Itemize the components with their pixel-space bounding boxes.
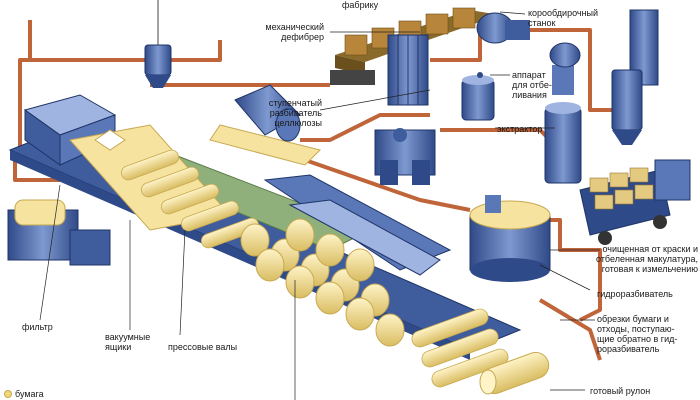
- label-line: разбиватель: [269, 108, 322, 118]
- label-line: корообдирочный: [528, 8, 599, 18]
- label-finished-roll: готовый рулон: [590, 386, 651, 396]
- label-line: ящики: [105, 342, 132, 352]
- refiner-unit: [374, 128, 436, 185]
- label-line: обрезки бумаги и: [597, 314, 669, 324]
- bleaching-tank: [461, 72, 495, 121]
- label-line: ступенчатый: [268, 98, 322, 108]
- label-line: отбеленная макулатура,: [596, 254, 698, 264]
- label-hydropulper: гидроразбиватель: [597, 289, 673, 299]
- pipe-down-right: [304, 158, 471, 212]
- label-line: роразбиватель: [597, 344, 660, 354]
- calender-rolls: [411, 308, 509, 388]
- dryer-cover: [263, 174, 452, 276]
- label-line: вакуумные: [105, 332, 151, 342]
- pipe-top-loop: [18, 20, 222, 150]
- label-extractor: экстрактор: [497, 124, 543, 134]
- pump-right: [549, 42, 581, 68]
- tall-tower-right: [611, 9, 659, 145]
- press-rolls: [120, 149, 260, 249]
- leader-lines: [39, 11, 600, 400]
- bark-stripper-machine: [476, 12, 530, 44]
- legend-paper-label: бумага: [15, 389, 44, 399]
- hydropulper: [469, 195, 551, 282]
- label-line: механический: [265, 22, 324, 32]
- label-line: очищенная от краски и: [602, 244, 698, 254]
- finished-roll: [479, 351, 550, 395]
- extractor-tank: [544, 65, 582, 184]
- label-line: для отбе-: [512, 80, 552, 90]
- pulp-breaker-machine: [209, 84, 321, 166]
- storage-silo-top: [144, 0, 172, 88]
- pipe-mid: [300, 113, 430, 142]
- pipe-return: [538, 298, 602, 361]
- waste-paper-truck: [579, 159, 691, 245]
- defibrer-tower: [387, 34, 429, 106]
- label-line: дефибрер: [281, 32, 324, 42]
- legend-paper-swatch: [4, 390, 12, 398]
- label-fabriku: фабрику: [342, 0, 379, 10]
- label-line: целлюлозы: [274, 118, 322, 128]
- label-line: ливания: [512, 90, 547, 100]
- label-filter: фильтр: [22, 322, 53, 332]
- label-line: отходы, поступаю-: [597, 324, 675, 334]
- label-line: аппарат: [512, 70, 546, 80]
- pipe-right-loop: [520, 28, 630, 112]
- label-line: щие обратно в гид-: [597, 334, 678, 344]
- label-line: готовая к измельчению: [601, 264, 698, 274]
- label-press-rolls: прессовые валы: [168, 342, 238, 352]
- filter-unit: [7, 199, 111, 266]
- label-line: станок: [528, 18, 556, 28]
- dryer-cylinders: [240, 218, 405, 347]
